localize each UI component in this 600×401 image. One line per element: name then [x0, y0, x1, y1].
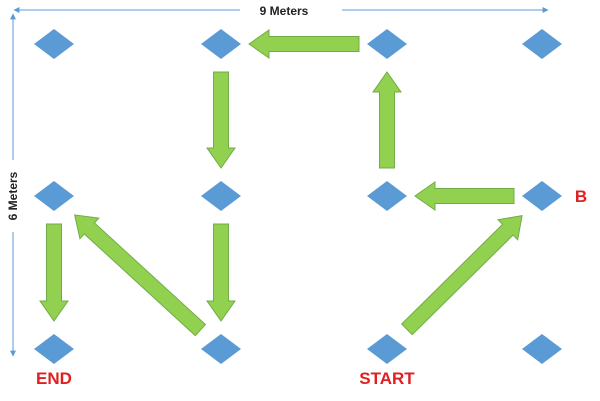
width-label: 9 Meters [260, 4, 309, 18]
grid-node-r0-c3 [522, 29, 562, 59]
start-label: START [359, 369, 415, 388]
path-arrows [39, 29, 523, 337]
grid-node-r1-c2 [367, 181, 407, 211]
grid-node-r1-c0 [34, 181, 74, 211]
path-arrow-8 [39, 223, 69, 322]
b-label: B [575, 187, 587, 206]
grid-node-r2-c0 [34, 334, 74, 364]
grid-nodes [34, 29, 562, 364]
grid-node-r0-c1 [201, 29, 241, 59]
grid-node-r1-c1 [201, 181, 241, 211]
grid-node-r1-c3 [522, 181, 562, 211]
path-arrow-7 [74, 214, 207, 337]
grid-node-r0-c0 [34, 29, 74, 59]
path-arrow-5 [206, 71, 236, 169]
grid-node-r0-c2 [367, 29, 407, 59]
path-arrow-3 [372, 71, 402, 169]
grid-node-r2-c1 [201, 334, 241, 364]
path-arrow-6 [206, 223, 236, 322]
path-arrow-4 [248, 29, 360, 59]
path-arrow-1 [400, 215, 523, 336]
height-label: 6 Meters [6, 171, 20, 220]
path-arrow-2 [414, 181, 515, 211]
grid-node-r2-c3 [522, 334, 562, 364]
grid-node-r2-c2 [367, 334, 407, 364]
end-label: END [36, 369, 72, 388]
